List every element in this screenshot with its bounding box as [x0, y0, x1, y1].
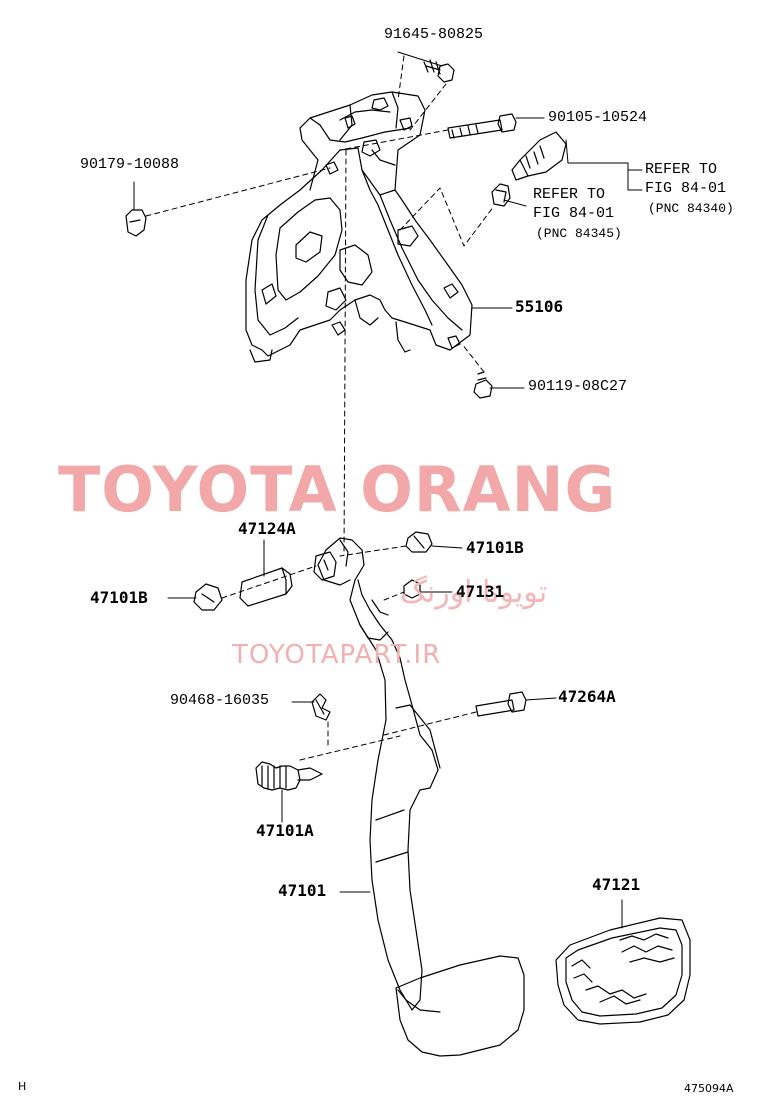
- brake-pedal-arm: [317, 537, 441, 1011]
- leader-lines: [133, 51, 643, 929]
- label-47121[interactable]: 47121: [592, 875, 641, 894]
- bolt-47264A: [475, 691, 527, 717]
- watermark-url: TOYOTAPART.IR: [232, 640, 442, 670]
- pivot-collar: [313, 551, 337, 581]
- pedal-pad-cover-47121: [555, 917, 691, 1025]
- label-47101B-right[interactable]: 47101B: [466, 538, 524, 557]
- corner-mark: H: [18, 1080, 27, 1093]
- label-47131[interactable]: 47131: [456, 582, 505, 601]
- label-91645-80825[interactable]: 91645-80825: [384, 26, 484, 43]
- stop-lamp-switch: [511, 131, 567, 181]
- illustration-id: 475094A: [684, 1082, 734, 1095]
- assembly-dashed-lines: [145, 55, 495, 761]
- pin-47131: [403, 579, 421, 599]
- label-47264A[interactable]: 47264A: [558, 687, 616, 706]
- label-47101[interactable]: 47101: [278, 881, 327, 900]
- label-47124A[interactable]: 47124A: [238, 519, 296, 538]
- clip-90468: [311, 693, 331, 721]
- bolt-90105: [447, 113, 517, 139]
- label-90468-16035[interactable]: 90468-16035: [170, 692, 270, 709]
- watermark-brand: TOYOTA ORANG: [58, 453, 617, 526]
- bolt-91645: [423, 59, 455, 83]
- ref1-line1: REFER TO: [645, 161, 718, 178]
- spring-47101A: [255, 761, 323, 791]
- ref1-line3: (PNC 84340): [648, 201, 734, 216]
- label-47101A[interactable]: 47101A: [256, 821, 314, 840]
- label-90179-10088[interactable]: 90179-10088: [80, 156, 180, 173]
- pedal-pad-body: [395, 955, 525, 1057]
- bushing-47101B-right: [405, 531, 433, 553]
- switch-clip: [491, 183, 511, 207]
- ref2-line1: REFER TO: [533, 186, 606, 203]
- pedal-support-bracket: [245, 91, 473, 363]
- ref2-line2[interactable]: FIG 84-01: [533, 205, 615, 222]
- label-55106[interactable]: 55106: [515, 297, 564, 316]
- label-47101B-left[interactable]: 47101B: [90, 588, 148, 607]
- label-90119-08C27[interactable]: 90119-08C27: [528, 378, 628, 395]
- ref1-line2[interactable]: FIG 84-01: [645, 180, 727, 197]
- bushing-47101B-left: [193, 583, 223, 611]
- ref2-line3: (PNC 84345): [536, 226, 622, 241]
- watermark-persian: تویوتا اورنگ: [400, 575, 548, 610]
- label-90105-10524[interactable]: 90105-10524: [548, 109, 648, 126]
- nut-90179: [125, 209, 147, 237]
- screw-90119: [473, 371, 493, 399]
- bushing-47124A: [239, 567, 293, 607]
